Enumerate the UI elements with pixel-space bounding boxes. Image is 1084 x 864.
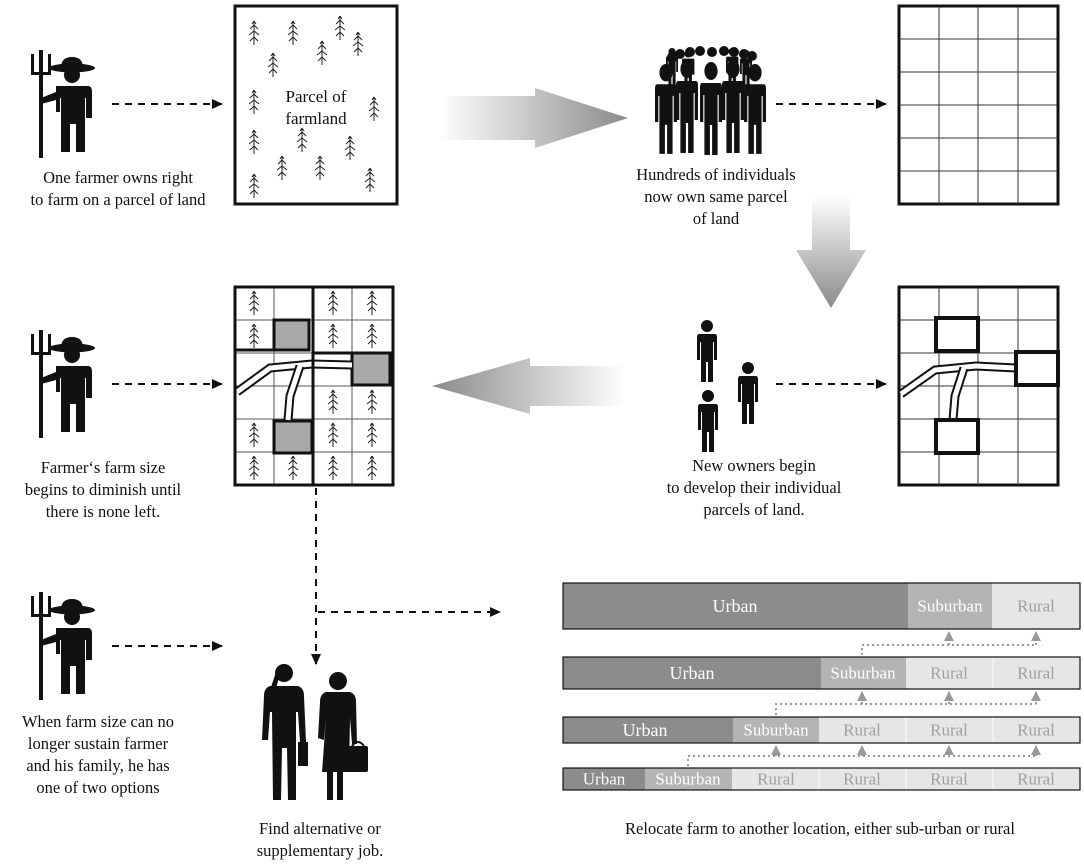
zone-label-urban: Urban (713, 596, 758, 616)
caption-hundreds: Hundreds of individuals now own same par… (636, 165, 796, 228)
zone-label-rural: Rural (930, 770, 968, 789)
zone-label-rural: Rural (930, 664, 968, 683)
businesswoman-icon (318, 672, 368, 800)
farmer-icon (31, 50, 95, 158)
caption-diminish: Farmer‘s farm size begins to diminish un… (24, 458, 182, 521)
zone-label-rural: Rural (1017, 597, 1055, 616)
caption-new-owners: New owners begin to develop their indivi… (666, 456, 842, 519)
zone-label-suburban: Suburban (830, 664, 896, 683)
zone-label-rural: Rural (1017, 721, 1055, 740)
zone-label-rural: Rural (1017, 664, 1055, 683)
caption-farmer-owns: One farmer owns right to farm on a parce… (30, 168, 206, 209)
caption-relocate: Relocate farm to another location, eithe… (625, 819, 1015, 838)
zone-label-rural: Rural (1017, 770, 1055, 789)
flow-arrow-left (432, 358, 625, 414)
farmer-icon (31, 330, 95, 438)
zone-label-suburban: Suburban (917, 597, 983, 616)
farmer-icon (31, 592, 95, 700)
zone-label-suburban: Suburban (655, 770, 721, 789)
zone-label-rural: Rural (843, 721, 881, 740)
zone-label-rural: Rural (930, 721, 968, 740)
zone-bars (562, 582, 1081, 791)
parcel-label-line2: farmland (285, 109, 347, 128)
zone-label-urban: Urban (583, 770, 626, 789)
zone-label-rural: Rural (757, 770, 795, 789)
new-owners-icon (697, 320, 758, 452)
caption-find-job: Find alternative or supplementary job. (256, 819, 384, 860)
zone-label-rural: Rural (843, 770, 881, 789)
zone-label-urban: Urban (670, 663, 715, 683)
zone-shift-arrows (687, 631, 1041, 766)
zone-label-urban: Urban (623, 720, 668, 740)
subdivided-parcel (897, 4, 1060, 206)
businessman-icon (262, 664, 308, 800)
flow-arrow-down (796, 196, 866, 308)
developed-parcel (897, 285, 1060, 487)
zone-label-suburban: Suburban (743, 721, 809, 740)
crowd-icon (655, 46, 766, 155)
diminishing-farm (233, 285, 395, 487)
flow-arrow-right (440, 88, 628, 148)
parcel-label-line1: Parcel of (286, 87, 347, 106)
caption-options: When farm size can no longer sustain far… (21, 712, 175, 797)
